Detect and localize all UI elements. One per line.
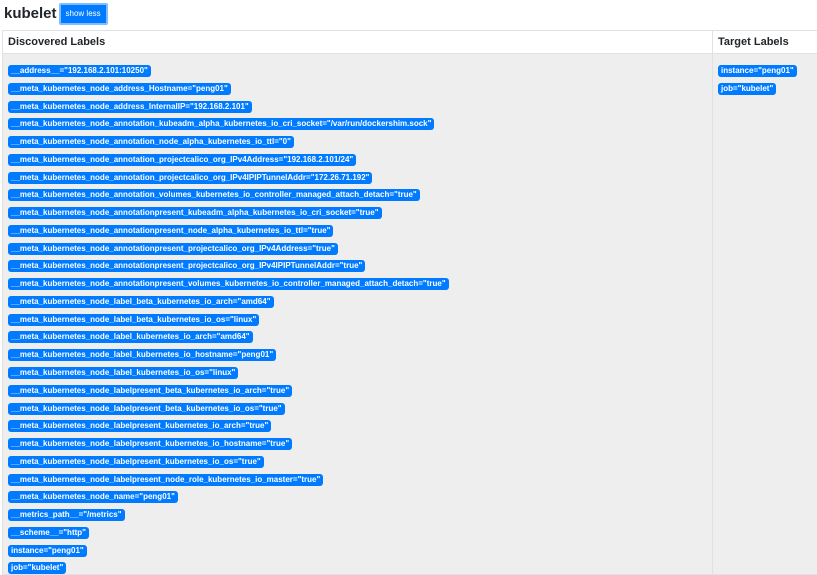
label-row: __meta_kubernetes_node_labelpresent_kube… [8,433,707,450]
label-badge: __meta_kubernetes_node_annotationpresent… [8,243,338,255]
label-row: __meta_kubernetes_node_labelpresent_kube… [8,451,707,468]
label-row: __meta_kubernetes_node_address_InternalI… [8,96,707,113]
label-badge: __meta_kubernetes_node_labelpresent_kube… [8,420,271,432]
labels-row: __address__="192.168.2.101:10250" __meta_… [3,54,817,575]
label-row: __meta_kubernetes_node_annotationpresent… [8,273,707,290]
label-row: __meta_kubernetes_node_labelpresent_beta… [8,380,707,397]
label-badge: __meta_kubernetes_node_annotation_kubead… [8,118,434,130]
job-title: kubelet [4,4,57,24]
target-labels-header: Target Labels [713,31,817,54]
label-row: __meta_kubernetes_node_labelpresent_kube… [8,415,707,432]
label-badge: __meta_kubernetes_node_annotationpresent… [8,278,449,290]
label-badge: __meta_kubernetes_node_labelpresent_beta… [8,403,285,415]
label-badge: __meta_kubernetes_node_name="peng01" [8,491,178,503]
label-row: __meta_kubernetes_node_annotation_projec… [8,149,707,166]
label-row: __meta_kubernetes_node_label_kubernetes_… [8,362,707,379]
label-badge: __meta_kubernetes_node_annotation_node_a… [8,136,294,148]
label-row: __meta_kubernetes_node_address_Hostname=… [8,78,707,95]
job-header: kubelet show less [4,3,108,25]
label-row: __meta_kubernetes_node_label_kubernetes_… [8,344,707,361]
label-row: __address__="192.168.2.101:10250" [8,60,707,77]
label-row: job="kubelet" [8,557,707,574]
label-row: job="kubelet" [718,78,813,95]
label-row: instance="peng01" [8,540,707,557]
label-badge: __meta_kubernetes_node_address_Hostname=… [8,83,231,95]
label-badge: __meta_kubernetes_node_address_InternalI… [8,101,252,113]
label-badge: __meta_kubernetes_node_label_beta_kubern… [8,296,274,308]
label-row: __scheme__="http" [8,522,707,539]
label-row: __meta_kubernetes_node_annotation_projec… [8,167,707,184]
discovered-labels-header: Discovered Labels [3,31,713,54]
show-less-button[interactable]: show less [59,3,108,25]
label-badge: __scheme__="http" [8,527,89,539]
label-row: __meta_kubernetes_node_labelpresent_beta… [8,398,707,415]
label-row: __meta_kubernetes_node_labelpresent_node… [8,469,707,486]
label-row: __meta_kubernetes_node_label_kubernetes_… [8,326,707,343]
label-row: instance="peng01" [718,60,813,77]
label-badge: __meta_kubernetes_node_label_kubernetes_… [8,367,238,379]
label-badge: job="kubelet" [718,83,776,95]
label-row: __meta_kubernetes_node_annotation_kubead… [8,113,707,130]
label-badge: __meta_kubernetes_node_label_kubernetes_… [8,331,253,343]
label-row: __meta_kubernetes_node_label_beta_kubern… [8,291,707,308]
labels-table: Discovered Labels Target Labels __addres… [2,30,817,575]
label-badge: __meta_kubernetes_node_annotation_projec… [8,172,372,184]
label-badge: __meta_kubernetes_node_labelpresent_beta… [8,385,292,397]
label-row: __meta_kubernetes_node_annotation_volume… [8,184,707,201]
label-badge: __meta_kubernetes_node_annotationpresent… [8,260,365,272]
label-row: __meta_kubernetes_node_label_beta_kubern… [8,309,707,326]
label-badge: __meta_kubernetes_node_label_beta_kubern… [8,314,259,326]
table-header-row: Discovered Labels Target Labels [3,31,817,54]
label-badge: __meta_kubernetes_node_annotation_volume… [8,189,420,201]
label-row: __meta_kubernetes_node_annotationpresent… [8,255,707,272]
label-row: __meta_kubernetes_node_annotationpresent… [8,202,707,219]
label-row: __meta_kubernetes_node_annotation_node_a… [8,131,707,148]
label-badge: job="kubelet" [8,562,66,574]
label-badge: __meta_kubernetes_node_labelpresent_node… [8,474,323,486]
discovered-labels-list: __address__="192.168.2.101:10250" __meta_… [8,60,707,574]
label-badge: instance="peng01" [718,65,797,77]
label-badge: __metrics_path__="/metrics" [8,509,125,521]
target-labels-list: instance="peng01" job="kubelet" [718,60,813,95]
label-row: __meta_kubernetes_node_annotationpresent… [8,238,707,255]
label-row: __metrics_path__="/metrics" [8,504,707,521]
label-row: __meta_kubernetes_node_annotationpresent… [8,220,707,237]
label-badge: __meta_kubernetes_node_labelpresent_kube… [8,456,264,468]
label-badge: __meta_kubernetes_node_annotationpresent… [8,225,333,237]
discovered-labels-cell: __address__="192.168.2.101:10250" __meta_… [3,54,713,575]
label-badge: __meta_kubernetes_node_label_kubernetes_… [8,349,276,361]
label-row: __meta_kubernetes_node_name="peng01" [8,486,707,503]
target-labels-cell: instance="peng01" job="kubelet" [713,54,817,575]
label-badge: __meta_kubernetes_node_annotationpresent… [8,207,382,219]
label-badge: instance="peng01" [8,545,87,557]
label-badge: __meta_kubernetes_node_annotation_projec… [8,154,356,166]
label-badge: __meta_kubernetes_node_labelpresent_kube… [8,438,292,450]
label-badge: __address__="192.168.2.101:10250" [8,65,151,77]
